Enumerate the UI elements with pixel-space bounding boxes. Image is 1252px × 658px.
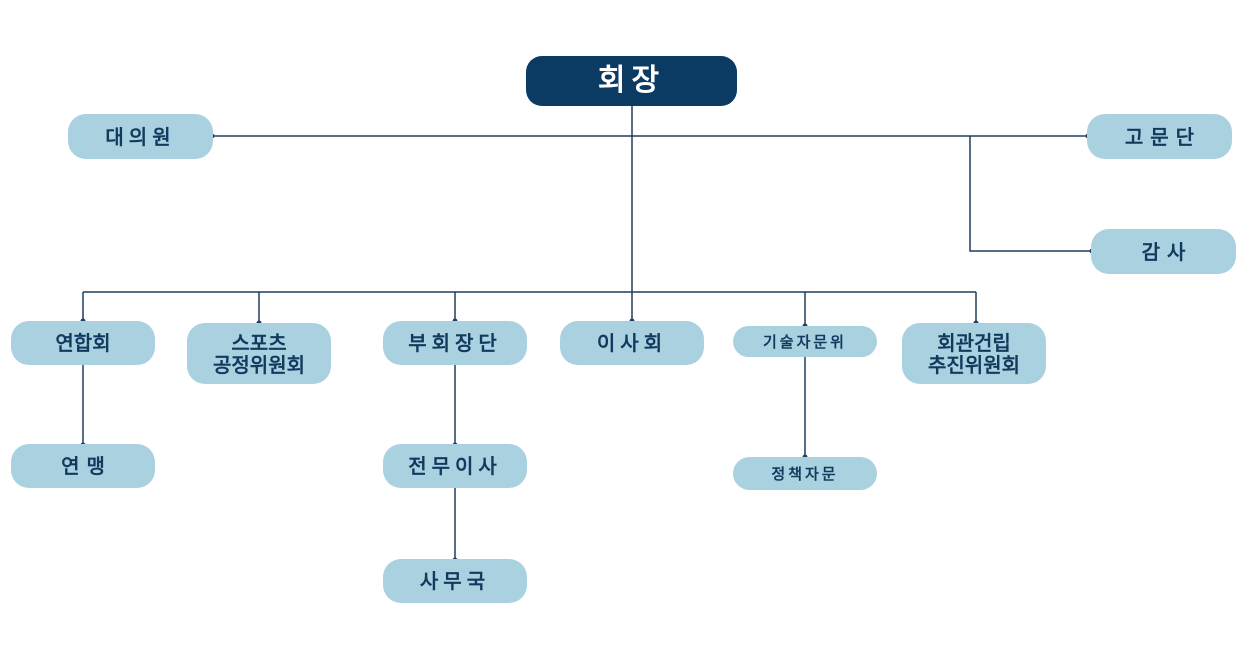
node-federation: 연 맹 — [11, 444, 155, 488]
line-audit-branch — [969, 136, 1092, 252]
node-executive-director: 전무이사 — [383, 444, 527, 488]
node-union: 연합회 — [11, 321, 155, 365]
node-board-of-directors: 이사회 — [560, 321, 704, 365]
node-advisory-group: 고 문 단 — [1087, 114, 1232, 159]
node-secretariat: 사무국 — [383, 559, 527, 603]
node-delegates: 대의원 — [68, 114, 213, 159]
node-sports-fairness-committee: 스포츠 공정위원회 — [187, 323, 331, 384]
node-hall-construction-committee: 회관건립 추진위원회 — [902, 323, 1046, 384]
node-policy-advisory: 정책자문 — [733, 457, 877, 490]
node-audit: 감 사 — [1091, 229, 1236, 274]
node-vice-chairmen: 부회장단 — [383, 321, 527, 365]
node-technical-advisory: 기술자문위 — [733, 326, 877, 357]
node-chairman: 회장 — [526, 56, 737, 106]
